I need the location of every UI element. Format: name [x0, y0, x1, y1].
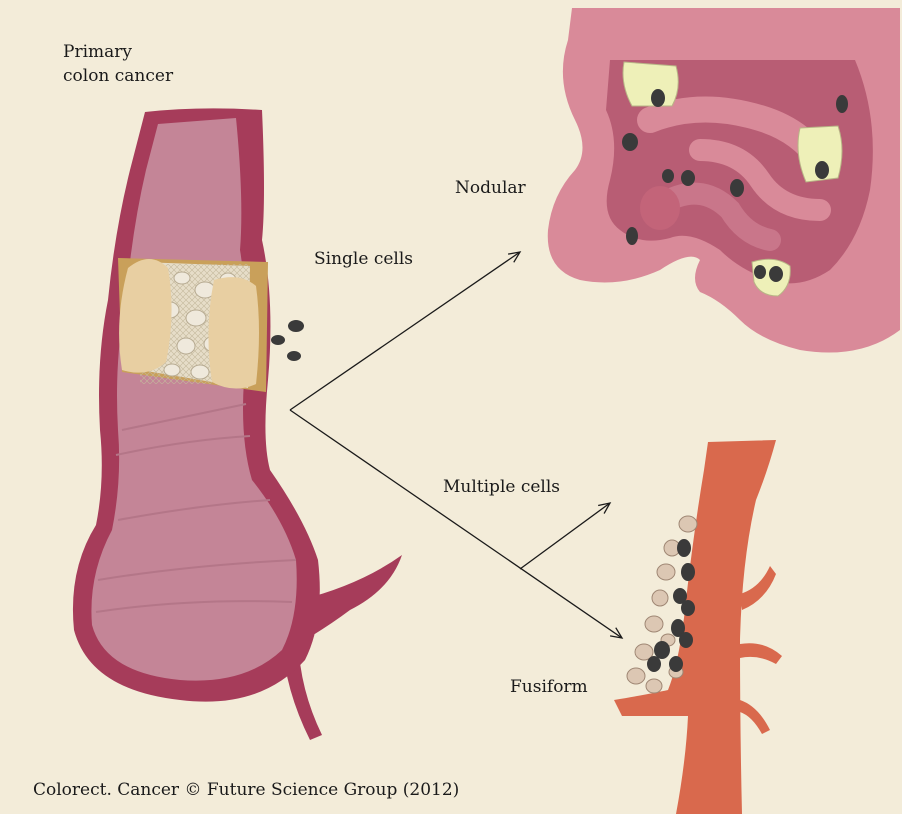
pathway-arrows: [290, 252, 622, 638]
vessel-branch: [740, 643, 782, 664]
tumor-lumen-left: [119, 259, 171, 373]
label-primary-line1: Primary: [63, 40, 132, 64]
tumor-lumen-right: [208, 277, 259, 388]
fusiform-vessel-illustration: [614, 440, 782, 814]
label-primary-line2: colon cancer: [63, 64, 173, 88]
label-nodular: Nodular: [455, 176, 526, 200]
nodular-peritoneum-illustration: [548, 8, 900, 353]
single-shed-cells: [271, 320, 304, 361]
colon-illustration: [73, 108, 402, 740]
fat-patch: [623, 62, 678, 106]
arrow-branch-up: [520, 503, 610, 569]
label-multiple-cells: Multiple cells: [443, 475, 560, 499]
bowel-end: [640, 186, 680, 230]
arrow-to-nodular: [290, 252, 520, 410]
label-single-cells: Single cells: [314, 247, 413, 271]
vessel-branch: [740, 700, 770, 734]
copyright-credit: Colorect. Cancer © Future Science Group …: [33, 778, 459, 802]
label-fusiform: Fusiform: [510, 675, 588, 699]
vessel-trunk: [614, 440, 776, 814]
vessel-branch: [740, 566, 776, 610]
